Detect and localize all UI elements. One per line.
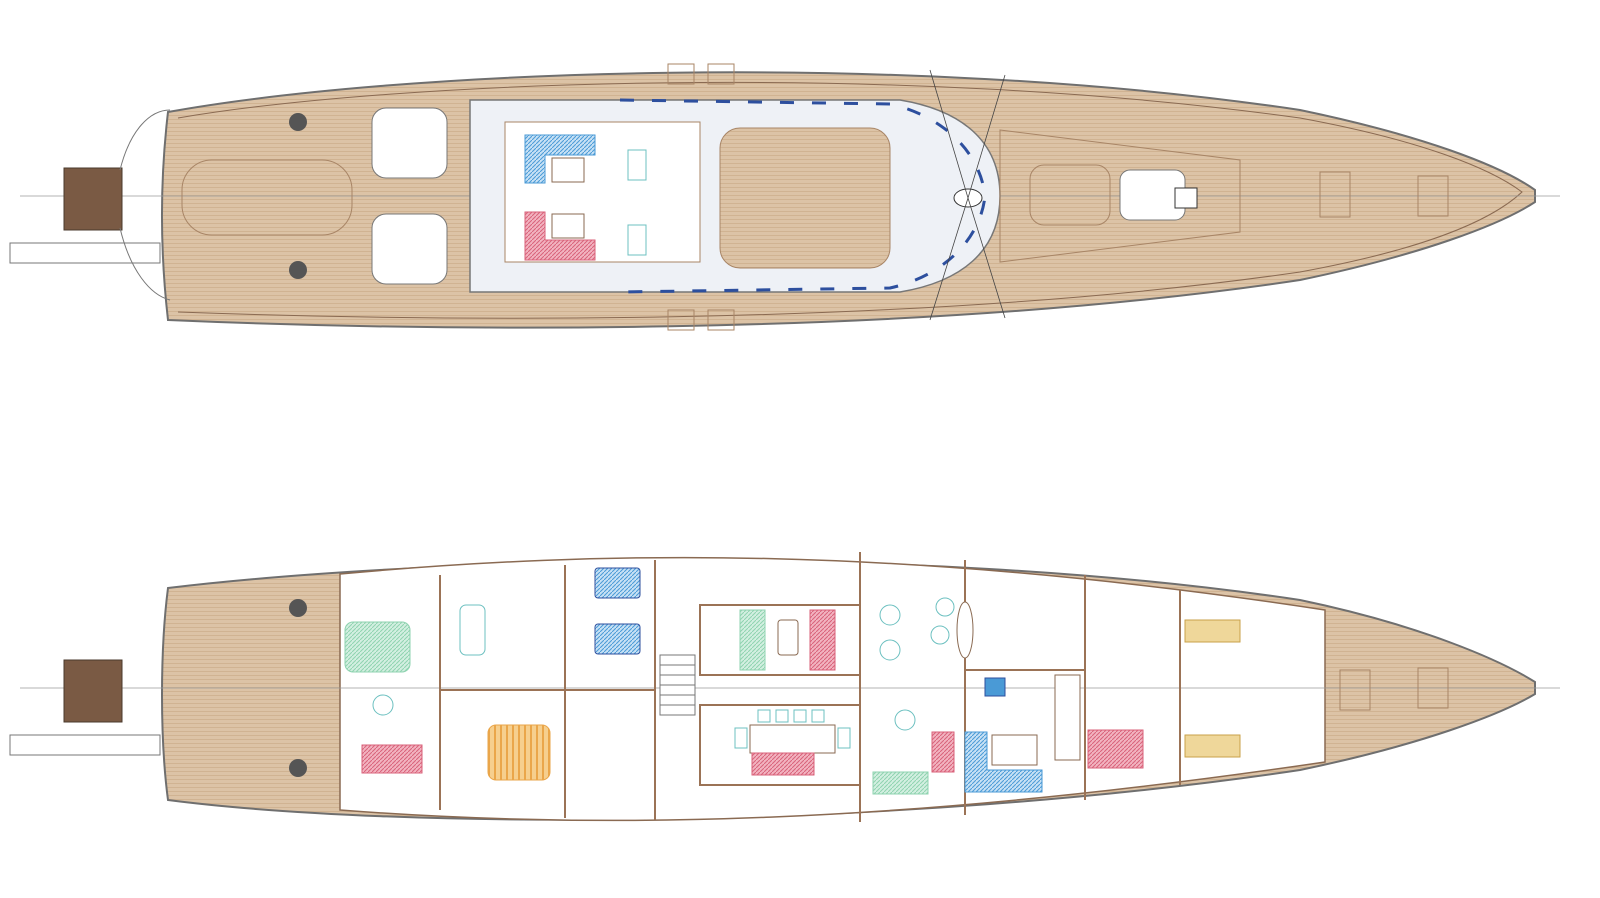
winch-icon (289, 759, 307, 777)
cockpit-chair (627, 149, 647, 181)
bunk-bed (594, 567, 641, 599)
guest-bed (487, 724, 551, 781)
galley-appliance (984, 677, 1006, 697)
salon-sofa-green (739, 609, 766, 671)
cockpit-sofa-blue (524, 134, 596, 184)
salon-coffee-table (777, 619, 799, 656)
winch-icon (289, 599, 307, 617)
foredeck-sunpad (1029, 164, 1111, 226)
swim-platform (63, 659, 123, 723)
salon-sofa-red (809, 609, 836, 671)
stern-sunpad (181, 159, 353, 236)
rigging-lines (929, 69, 1006, 321)
deck-saloon-sofa-blue (964, 731, 1043, 793)
lower-deck-plan (9, 552, 1560, 822)
lounge-sofa-red (931, 731, 955, 773)
round-table (956, 601, 974, 659)
winch-icon (289, 261, 307, 279)
crew-bunk-yellow (1184, 734, 1241, 758)
foredeck-hatch-area (999, 129, 1241, 263)
crew-bunk-yellow (1184, 619, 1241, 643)
dining-table (749, 724, 836, 754)
stern-arch (119, 109, 171, 301)
lounge-chairs (372, 597, 955, 731)
saloon-table (991, 734, 1038, 766)
crew-bunk-red (1087, 729, 1144, 769)
cockpit-table (551, 213, 585, 239)
fore-deck-hatches (1339, 667, 1449, 711)
winch-icon (289, 113, 307, 131)
windlass (1174, 187, 1198, 209)
swim-platform (63, 167, 123, 231)
deckhouse-roof (719, 127, 891, 269)
deckhouse-windows (619, 98, 987, 294)
lounge-sofa-green (872, 771, 929, 795)
companionway-stairs (659, 654, 696, 716)
cabin-walls (439, 552, 1181, 822)
upper-deck-plan (9, 63, 1560, 331)
helm-station-starboard (371, 213, 448, 285)
master-bed (344, 621, 411, 673)
upper-hull-gunwale (177, 81, 1523, 319)
bathtub (459, 604, 486, 656)
cockpit-chair (627, 224, 647, 256)
deck-hatches (667, 63, 1449, 331)
master-sofa (361, 744, 423, 774)
dining-chairs (734, 709, 851, 749)
cockpit-sofa-red (524, 211, 596, 261)
bunk-bed (594, 623, 641, 655)
helm-station-port (371, 107, 448, 179)
galley-counter (1054, 674, 1081, 761)
passerelle (9, 242, 161, 264)
cockpit-table (551, 157, 585, 183)
dining-sofa (751, 752, 815, 776)
passerelle (9, 734, 161, 756)
